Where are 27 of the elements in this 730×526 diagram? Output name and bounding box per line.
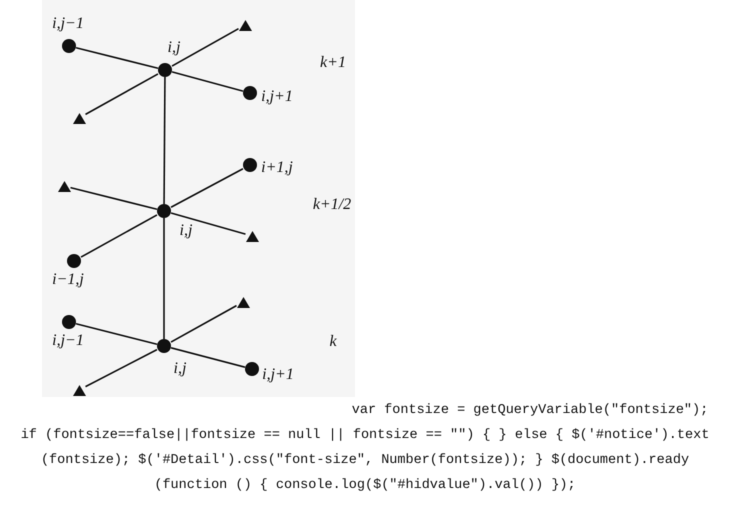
connector-line: [170, 304, 237, 343]
level-label: k: [329, 334, 337, 350]
connector-line: [70, 186, 158, 210]
connector-line: [170, 347, 246, 368]
connector-line: [85, 348, 158, 388]
code-text: var fontsize = getQueryVariable("fontsize"); if (fontsize==false||fontsize == null || fontsize == "") { } else { $('#notice').text (fontsize); $('#Detail').css("font-size", Number(fontsize)); } $(document).ready (function () { console.log($("#hidvalue").val()) });: [20, 402, 710, 495]
point-label: i,j: [180, 223, 192, 239]
connector-line: [172, 28, 239, 67]
point-label: i,j: [174, 361, 186, 377]
point-label: i+1,j: [261, 160, 293, 176]
connector-line: [170, 212, 246, 235]
connector-line: [170, 168, 244, 208]
connector-line: [163, 218, 165, 339]
connector-line: [76, 46, 158, 70]
connector-line: [85, 73, 158, 116]
point-label: i,j: [168, 40, 180, 56]
connector-line: [80, 214, 158, 258]
point-label: i,j−1: [52, 16, 84, 32]
connector-line: [76, 323, 158, 345]
connector-line: [163, 77, 166, 204]
connector-line: [172, 71, 244, 92]
point-label: i−1,j: [52, 272, 84, 288]
point-label: i,j−1: [52, 333, 84, 349]
level-label: k+1: [320, 55, 346, 71]
level-label: k+1/2: [312, 197, 352, 213]
point-label: i,j+1: [262, 367, 294, 383]
point-label: i,j+1: [261, 89, 293, 105]
